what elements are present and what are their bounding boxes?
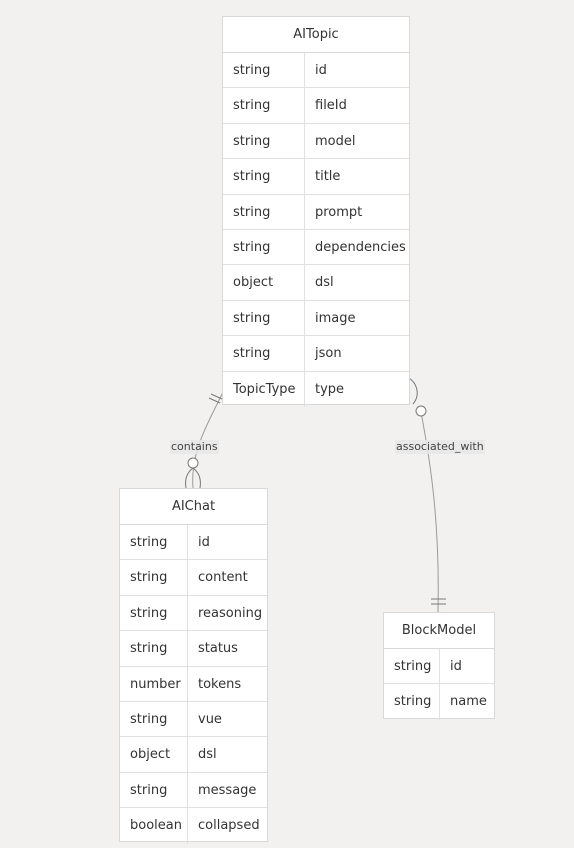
attribute-type: string (120, 525, 188, 560)
contains-label: contains (170, 440, 219, 454)
attribute-row: TopicType type (223, 371, 409, 407)
attribute-type: string (223, 229, 305, 265)
attribute-row: string model (223, 123, 409, 160)
attribute-type: string (120, 701, 188, 737)
attribute-row: string id (384, 649, 494, 685)
attribute-name: dependencies (315, 239, 406, 255)
attribute-name: model (315, 133, 356, 149)
attribute-name: dsl (198, 747, 217, 763)
attribute-type: string (223, 336, 305, 371)
attribute-type: string (384, 684, 440, 720)
attribute-row: string status (120, 631, 267, 667)
attribute-type: string (120, 631, 188, 666)
attribute-type: object (223, 265, 305, 300)
attribute-name: fileId (315, 98, 347, 114)
attribute-name: vue (198, 711, 222, 727)
attribute-name: title (315, 169, 341, 185)
attribute-name: status (198, 641, 238, 657)
entity-blockmodel[interactable]: BlockModel string id string name (383, 612, 495, 720)
attribute-type: string (120, 772, 188, 808)
attribute-name: reasoning (198, 605, 263, 621)
attribute-row: string content (120, 560, 267, 596)
attribute-row: number tokens (120, 666, 267, 702)
attribute-type: string (223, 53, 305, 88)
attribute-type: number (120, 666, 188, 701)
attribute-name: image (315, 310, 356, 326)
attribute-row: boolean collapsed (120, 808, 267, 844)
associated-line (420, 411, 439, 613)
attribute-type: string (223, 300, 305, 336)
attribute-type: string (120, 560, 188, 595)
contains-zero-circle (187, 457, 199, 469)
contains-many-crow (185, 467, 201, 489)
attribute-row: string id (120, 525, 267, 561)
attribute-row: string json (223, 336, 409, 372)
attribute-type: string (223, 159, 305, 194)
contains-line (192, 391, 224, 489)
attribute-row: string id (223, 53, 409, 89)
attribute-row: string dependencies (223, 229, 409, 266)
attribute-name: name (450, 694, 487, 710)
entity-title: AITopic (223, 17, 409, 53)
attribute-row: string message (120, 772, 267, 809)
attribute-type: string (223, 88, 305, 123)
attribute-name: tokens (198, 676, 242, 692)
attribute-type: object (120, 737, 188, 772)
associated-zero-circle (415, 405, 427, 417)
attribute-type: string (223, 194, 305, 229)
attribute-row: string prompt (223, 194, 409, 230)
attribute-name: id (450, 659, 462, 674)
attribute-row: string title (223, 159, 409, 195)
attribute-name: prompt (315, 204, 363, 220)
attribute-type: string (384, 649, 440, 684)
attribute-name: type (315, 381, 345, 397)
attribute-name: dsl (315, 275, 334, 291)
attribute-type: string (223, 123, 305, 159)
attribute-row: object dsl (223, 265, 409, 301)
attribute-type: string (120, 595, 188, 631)
attribute-row: string name (384, 684, 494, 720)
associated-with-label: associated_with (395, 440, 485, 454)
attribute-name: message (198, 782, 257, 798)
attribute-row: string vue (120, 701, 267, 738)
attribute-row: object dsl (120, 737, 267, 773)
attribute-row: string image (223, 300, 409, 337)
contains-one-mark-1 (210, 393, 223, 400)
associated-many-crow (408, 377, 418, 405)
attribute-name: content (198, 570, 248, 586)
attribute-row: string fileId (223, 88, 409, 124)
entity-title: BlockModel (384, 613, 494, 649)
attribute-name: json (315, 346, 342, 362)
entity-aichat[interactable]: AIChat string id string content string reason… (119, 488, 268, 844)
attribute-name: id (198, 535, 210, 550)
attribute-row: string reasoning (120, 595, 267, 632)
attribute-type: TopicType (223, 371, 305, 407)
attribute-name: collapsed (198, 818, 260, 834)
entity-title: AIChat (120, 489, 267, 525)
attribute-type: boolean (120, 808, 188, 844)
attribute-name: id (315, 63, 327, 78)
contains-one-mark-2 (208, 397, 221, 404)
